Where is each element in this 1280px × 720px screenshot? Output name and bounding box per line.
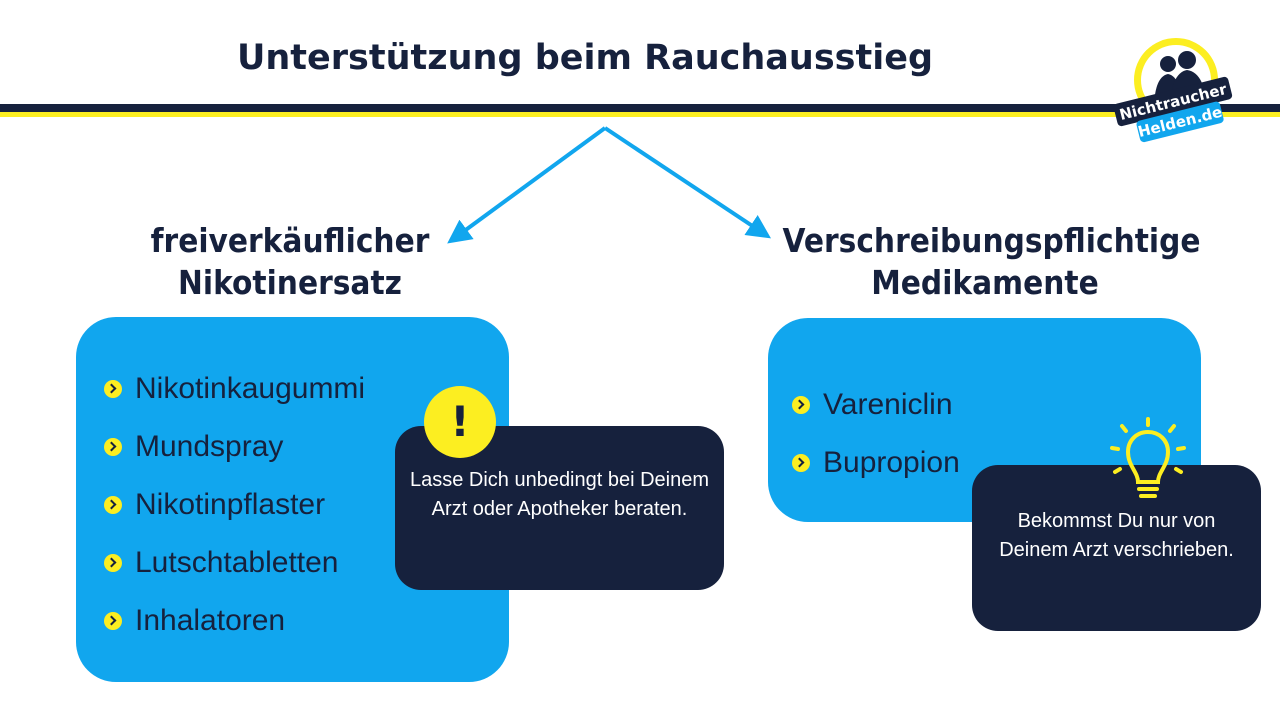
list-item: Nikotinpflaster bbox=[104, 476, 365, 534]
heading-rx-line-2: Medikamente bbox=[871, 263, 1099, 302]
otc-products-list: Nikotinkaugummi Mundspray Nikotinpflaste… bbox=[104, 360, 365, 650]
list-item-label: Mundspray bbox=[135, 430, 284, 463]
chevron-bullet-icon bbox=[792, 454, 810, 472]
nichtraucher-helden-logo: Nichtraucher Helden.de bbox=[1113, 38, 1233, 143]
list-item: Bupropion bbox=[792, 434, 960, 492]
arrow-left bbox=[447, 126, 607, 244]
header-divider-yellow bbox=[0, 112, 1280, 117]
lightbulb-icon bbox=[1110, 417, 1186, 498]
heading-rx-line-1: Verschreibungspflichtige bbox=[782, 221, 1201, 260]
heading-otc-line-2: Nikotinersatz bbox=[178, 263, 402, 302]
prescription-medication-list: Vareniclin Bupropion bbox=[792, 376, 960, 492]
list-item-label: Inhalatoren bbox=[135, 604, 286, 637]
list-item-label: Vareniclin bbox=[823, 388, 953, 421]
list-item-label: Nikotinkaugummi bbox=[135, 372, 366, 405]
list-item-label: Lutschtabletten bbox=[135, 546, 339, 579]
list-item: Lutschtabletten bbox=[104, 534, 365, 592]
heading-otc-line-1: freiverkäuflicher bbox=[150, 221, 430, 260]
slide-title: Unterstützung beim Rauchausstieg bbox=[236, 38, 934, 78]
chevron-bullet-icon bbox=[104, 438, 122, 456]
chevron-bullet-icon bbox=[104, 496, 122, 514]
list-item-label: Nikotinpflaster bbox=[135, 488, 326, 521]
exclamation-icon: ! bbox=[424, 386, 496, 458]
list-item: Vareniclin bbox=[792, 376, 960, 434]
prescription-only-note: Bekommst Du nur von Deinem Arzt verschri… bbox=[972, 465, 1261, 631]
list-item: Nikotinkaugummi bbox=[104, 360, 365, 418]
heading-prescription-medication: Verschreibungspflichtige Medikamente bbox=[782, 220, 1201, 304]
chevron-bullet-icon bbox=[104, 612, 122, 630]
list-item: Inhalatoren bbox=[104, 592, 365, 650]
heading-otc-nicotine-replacement: freiverkäuflicher Nikotinersatz bbox=[128, 220, 452, 304]
list-item-label: Bupropion bbox=[823, 446, 960, 479]
chevron-bullet-icon bbox=[104, 554, 122, 572]
header-divider-navy bbox=[0, 104, 1280, 112]
list-item: Mundspray bbox=[104, 418, 365, 476]
chevron-bullet-icon bbox=[104, 380, 122, 398]
chevron-bullet-icon bbox=[792, 396, 810, 414]
arrow-right bbox=[603, 126, 771, 239]
